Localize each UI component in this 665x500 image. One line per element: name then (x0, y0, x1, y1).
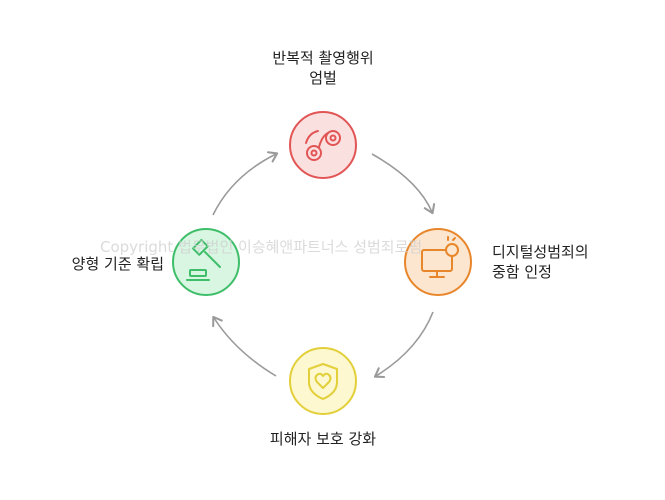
node-bottom (289, 347, 357, 415)
arrow-right-to-bottom (373, 311, 434, 379)
node-right-label: 디지털성범죄의 중함 인정 (492, 243, 589, 281)
arrow-left-to-top (212, 151, 279, 216)
node-left (172, 228, 240, 296)
node-top-label: 반복적 촬영행위 엄벌 (272, 49, 374, 87)
node-left-circle (172, 228, 240, 296)
heart-shield-icon (308, 363, 338, 400)
node-right (404, 228, 472, 296)
arrow-top-to-right (371, 153, 436, 215)
gavel-icon (186, 238, 221, 281)
node-top-circle (289, 111, 357, 179)
handcuffs-icon (305, 130, 341, 161)
arrow-bottom-to-left (212, 315, 277, 377)
node-top (289, 111, 357, 179)
node-bottom-circle (289, 347, 357, 415)
watermark-text: Copyright 법무법인 이승혜앤파트너스 성범죄로펌 (100, 238, 423, 256)
node-bottom-label: 피해자 보호 강화 (269, 430, 377, 448)
node-left-label: 양형 기준 확립 (71, 255, 164, 273)
monitor-icon (421, 236, 459, 278)
